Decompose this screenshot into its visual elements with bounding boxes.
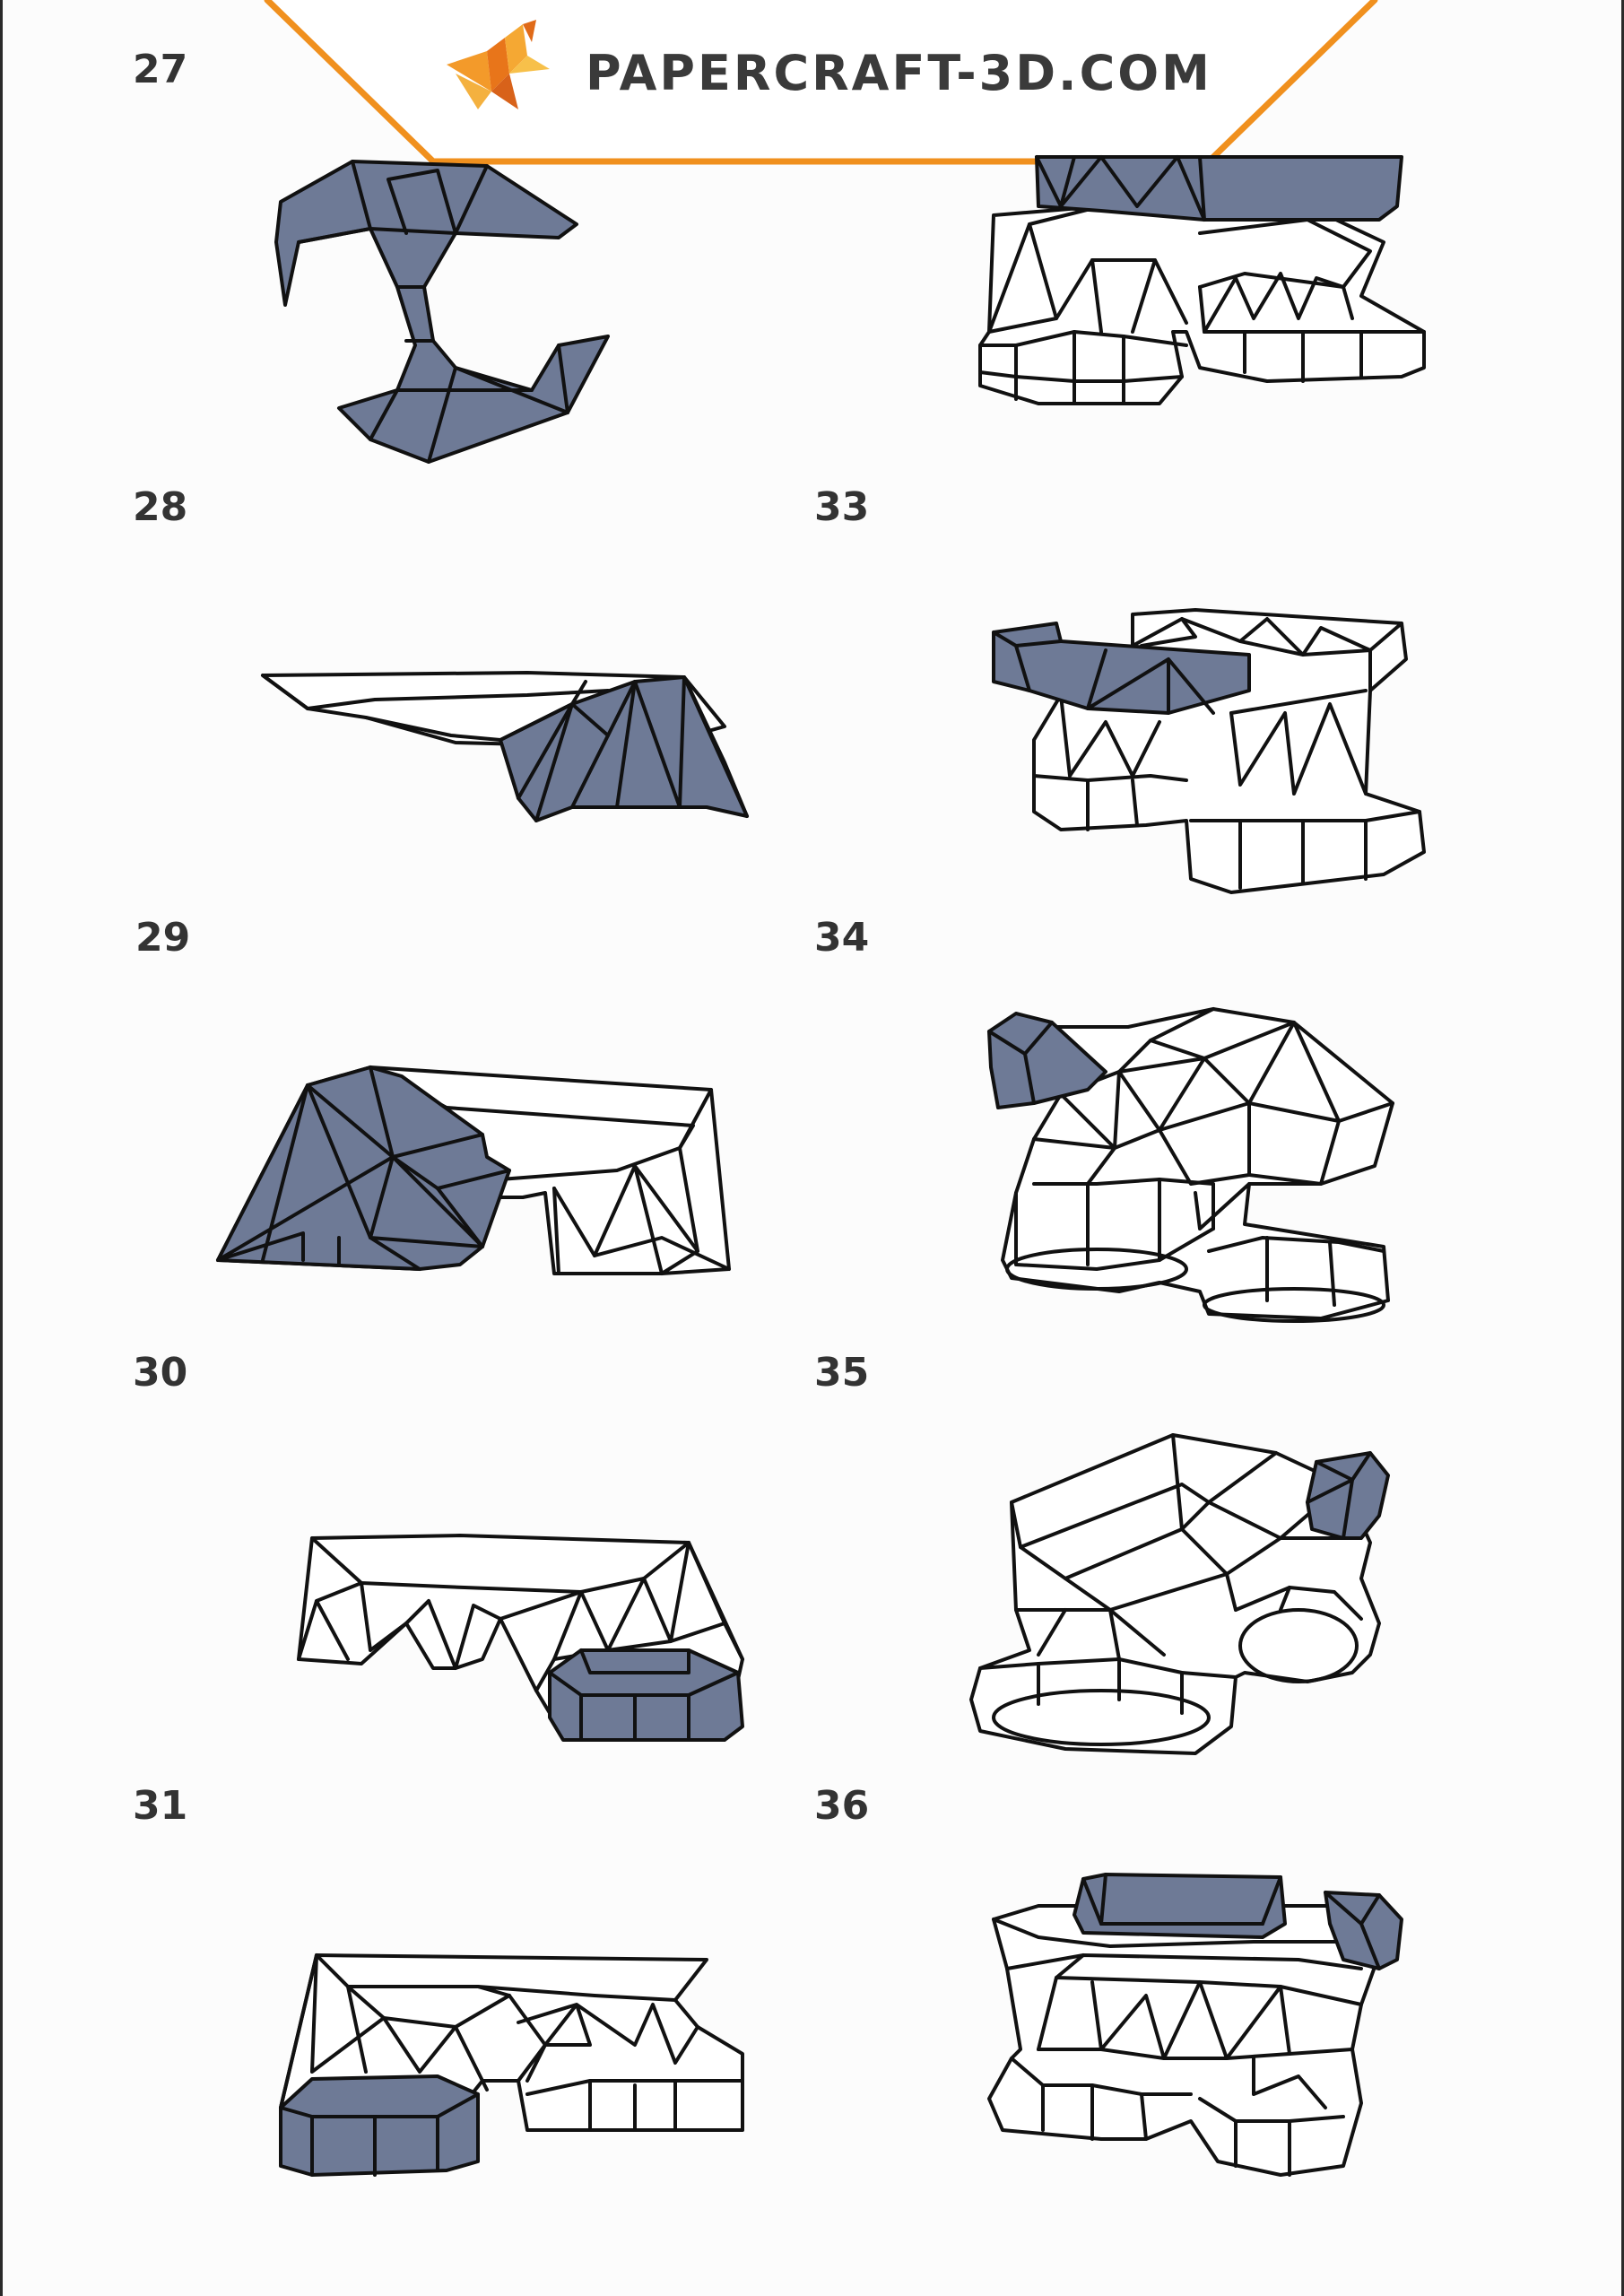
step-36-illustration [987, 1873, 1403, 2177]
step-28-illustration [261, 671, 749, 822]
step-number: 27 [133, 47, 188, 92]
step-number: 34 [814, 915, 870, 961]
step-number: 33 [814, 484, 870, 530]
step-35-illustration [969, 1433, 1390, 1755]
step-33-illustration [992, 608, 1426, 894]
step-29-illustration [216, 1065, 731, 1275]
step-number: 30 [133, 1350, 188, 1396]
header-banner: PAPERCRAFT-3D.COM [3, 0, 1624, 170]
step-number: 36 [814, 1783, 870, 1829]
step-27-illustration [274, 160, 610, 464]
step-32-illustration [978, 155, 1426, 405]
step-number: 35 [814, 1350, 870, 1396]
brand-name: PAPERCRAFT-3D.COM [586, 45, 1212, 101]
step-number: 31 [133, 1783, 188, 1829]
step-number: 28 [133, 484, 188, 530]
step-31-illustration [279, 1953, 744, 2177]
step-30-illustration [297, 1534, 744, 1742]
step-34-illustration [987, 1007, 1394, 1323]
step-number: 29 [135, 915, 191, 961]
fox-origami-icon [447, 20, 550, 109]
header-banner-shape [264, 0, 1378, 165]
